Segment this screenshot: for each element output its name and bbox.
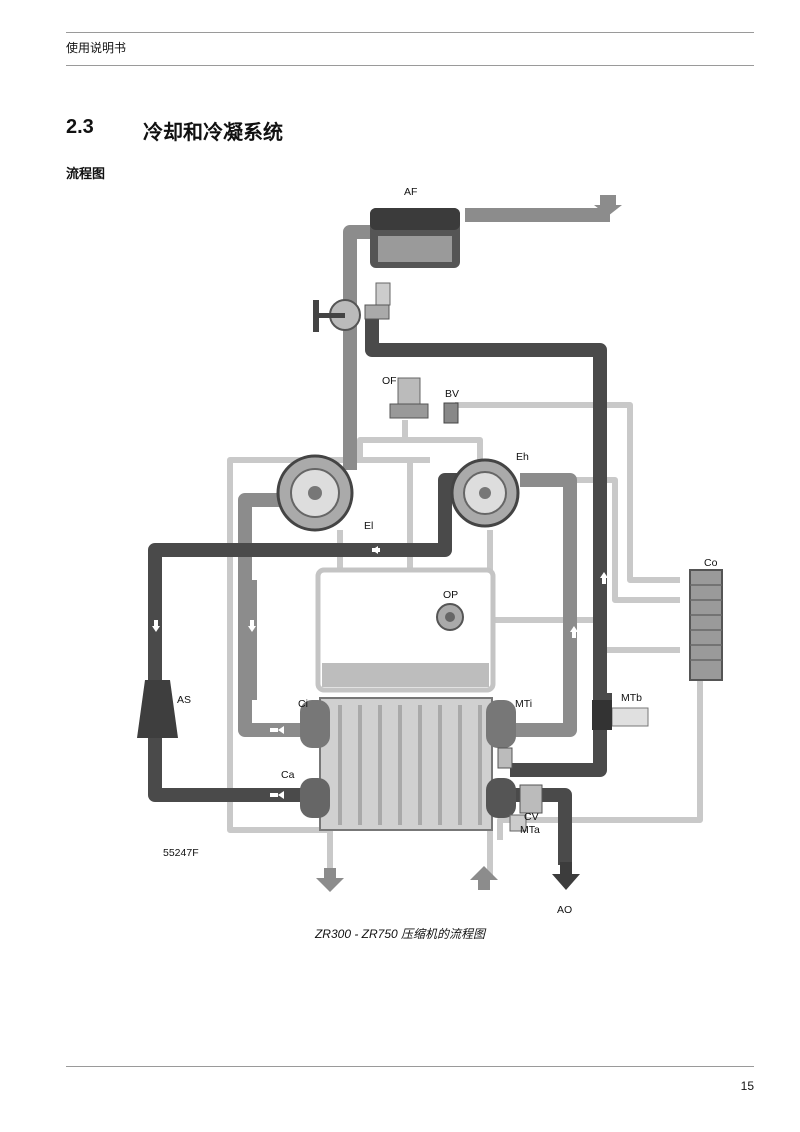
high-pressure-element xyxy=(450,458,520,528)
label-af: AF xyxy=(404,186,417,198)
label-mti: MTi xyxy=(515,698,532,710)
oil-cooler xyxy=(689,569,723,681)
label-mtb: MTb xyxy=(621,692,642,704)
label-el: El xyxy=(364,520,373,532)
flow-arrows xyxy=(152,546,608,799)
page-number: 15 xyxy=(740,1079,754,1093)
outlet-arrows xyxy=(316,862,580,892)
label-bv: BV xyxy=(445,388,459,400)
thermostat-mtb xyxy=(592,700,649,730)
flow-diagram: AF OF BV Eh El Co OP AS Ci MTi MTb Ca CV… xyxy=(137,186,723,916)
section-title: 冷却和冷凝系统 xyxy=(143,122,283,144)
label-mta: MTa xyxy=(520,824,540,836)
label-eh: Eh xyxy=(516,451,529,463)
figure-caption: ZR300 - ZR750 压缩机的流程图 xyxy=(314,927,486,941)
oil-tank xyxy=(315,567,496,693)
header-rule-top xyxy=(66,32,754,33)
low-pressure-element xyxy=(276,454,354,532)
header-title: 使用说明书 xyxy=(66,41,127,55)
figure-id: 55247F xyxy=(163,847,199,859)
water-separator xyxy=(137,680,178,738)
label-of: OF xyxy=(382,375,397,387)
label-co: Co xyxy=(704,557,718,569)
cooler-block xyxy=(300,697,516,831)
check-valve xyxy=(497,747,543,832)
oil-filter xyxy=(389,377,459,424)
label-as: AS xyxy=(177,694,191,706)
air-filter xyxy=(370,195,622,268)
header-rule-bottom xyxy=(66,65,754,66)
inlet-valve xyxy=(313,282,391,332)
dark-lines xyxy=(148,315,612,865)
subheading: 流程图 xyxy=(66,166,106,181)
label-ao: AO xyxy=(557,904,572,916)
label-ca: Ca xyxy=(281,769,295,781)
label-op: OP xyxy=(443,589,458,601)
label-ci: Ci xyxy=(298,698,308,710)
label-cv: CV xyxy=(524,811,539,823)
section-number: 2.3 xyxy=(66,116,94,138)
footer-rule xyxy=(66,1066,754,1067)
